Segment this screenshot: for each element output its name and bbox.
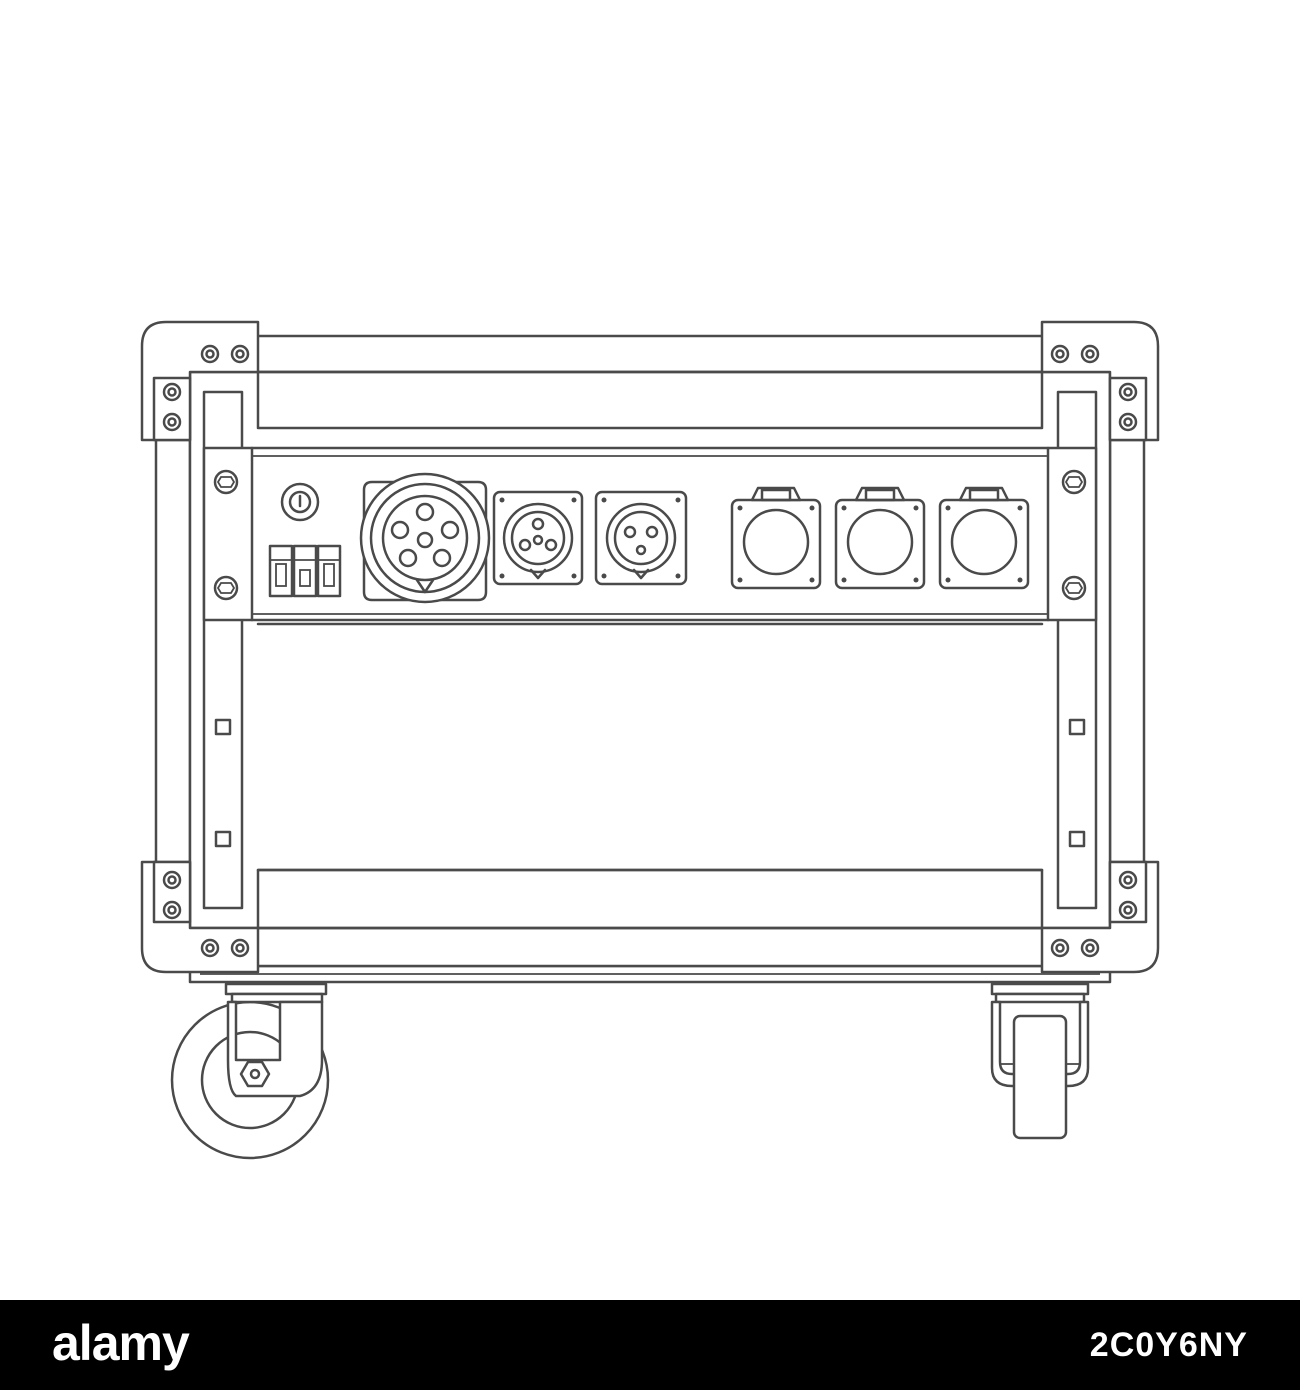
panel-screw-right-top [1061, 469, 1087, 495]
power-switch-icon [280, 482, 320, 522]
hex-axle-nut [239, 1060, 271, 1088]
right-caster-wheel [990, 982, 1090, 1140]
base-plate [188, 964, 1112, 984]
brand-logo[interactable]: alamy [52, 1314, 190, 1372]
panel-socket-2-icon [594, 490, 688, 586]
panel-screw-left-bottom [213, 575, 239, 601]
outlet-socket-1-icon [730, 486, 822, 590]
rack-case-illustration [140, 320, 1160, 1160]
corner-cap-top-left [140, 320, 260, 442]
outlet-socket-3-icon [938, 486, 1030, 590]
round-power-inlet-icon [359, 472, 491, 604]
panel-screw-right-bottom [1061, 575, 1087, 601]
case-body [154, 334, 1146, 968]
panel-screw-left-top [213, 469, 239, 495]
corner-cap-top-right [1040, 320, 1160, 442]
outlet-socket-2-icon [834, 486, 926, 590]
footer-bar: alamy 2C0Y6NY [0, 1300, 1300, 1390]
left-caster-wheel [170, 982, 330, 1160]
image-id: 2C0Y6NY [1089, 1326, 1248, 1364]
circuit-breakers [268, 544, 342, 598]
panel-socket-1-icon [492, 490, 584, 586]
corner-cap-bottom-left [140, 860, 260, 974]
corner-cap-bottom-right [1040, 860, 1160, 974]
brand-text: alamy [52, 1315, 190, 1371]
